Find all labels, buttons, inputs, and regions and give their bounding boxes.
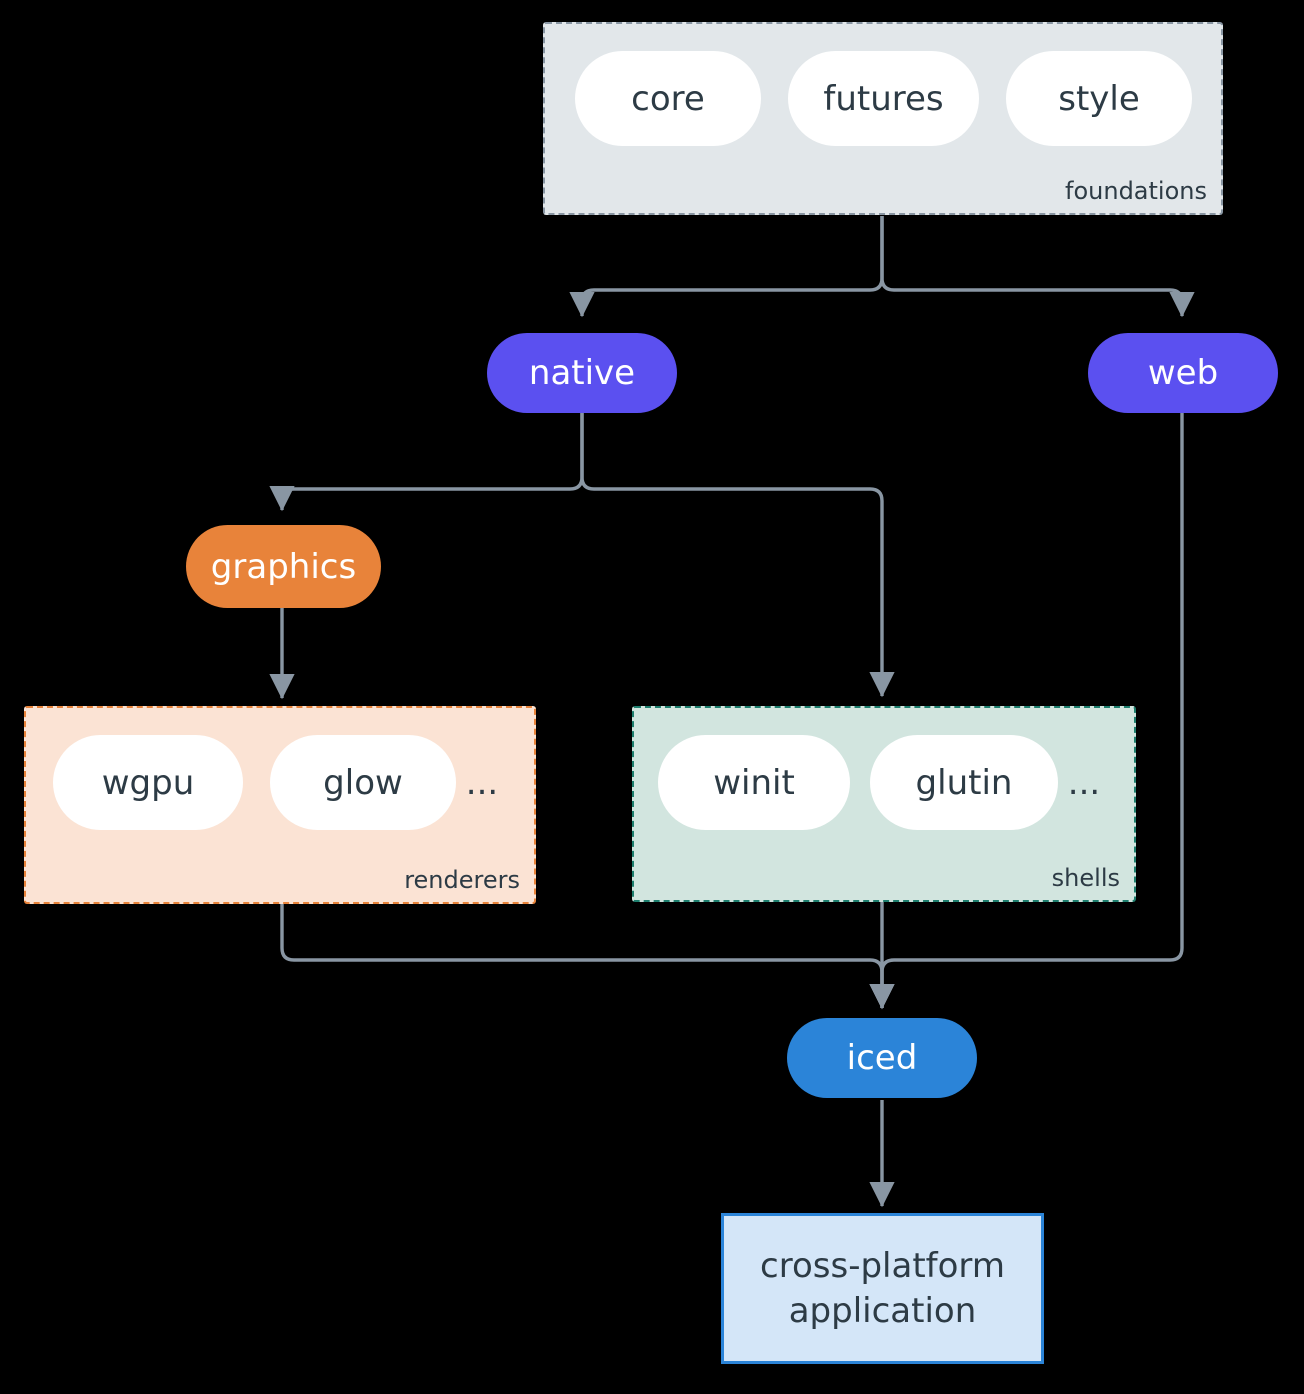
pill-glutin-label: glutin	[915, 762, 1013, 803]
application-label-line1: cross-platform	[760, 1245, 1005, 1286]
pill-glow[interactable]: glow	[270, 735, 456, 830]
pill-glutin[interactable]: glutin	[870, 735, 1058, 830]
node-native[interactable]: native	[487, 333, 677, 413]
shells-pill-row: winit glutin ...	[658, 735, 1110, 830]
foundations-pill-row: core futures style	[575, 51, 1192, 146]
group-label-renderers: renderers	[404, 866, 520, 894]
application-label: cross-platform application	[760, 1244, 1005, 1334]
pill-futures-label: futures	[823, 78, 944, 119]
node-iced-label: iced	[846, 1038, 918, 1078]
renderers-ellipsis: ...	[465, 762, 499, 803]
node-native-label: native	[528, 353, 636, 393]
renderers-pill-row: wgpu glow ...	[53, 735, 508, 830]
group-label-foundations: foundations	[1065, 177, 1207, 205]
pill-futures[interactable]: futures	[788, 51, 979, 146]
group-label-shells: shells	[1051, 864, 1120, 892]
pill-wgpu-label: wgpu	[101, 762, 195, 803]
node-web[interactable]: web	[1088, 333, 1278, 413]
pill-core-label: core	[631, 78, 705, 119]
edge-renderers-to-iced	[280, 904, 895, 1010]
application-label-line2: application	[788, 1290, 977, 1331]
shells-ellipsis: ...	[1067, 762, 1101, 803]
node-application[interactable]: cross-platform application	[721, 1213, 1044, 1364]
pill-core[interactable]: core	[575, 51, 761, 146]
group-renderers: wgpu glow ... renderers	[24, 706, 536, 904]
edge-foundations-to-native-web	[569, 216, 1195, 318]
pill-style-label: style	[1058, 78, 1140, 119]
node-iced[interactable]: iced	[787, 1018, 977, 1098]
node-web-label: web	[1147, 353, 1219, 393]
pill-winit-label: winit	[713, 762, 795, 803]
node-graphics[interactable]: graphics	[186, 525, 381, 608]
group-shells: winit glutin ... shells	[632, 706, 1136, 902]
pill-glow-label: glow	[323, 762, 403, 803]
group-foundations: core futures style foundations	[543, 22, 1223, 215]
node-graphics-label: graphics	[210, 546, 357, 587]
pill-winit[interactable]: winit	[658, 735, 850, 830]
pill-wgpu[interactable]: wgpu	[53, 735, 243, 830]
pill-style[interactable]: style	[1006, 51, 1192, 146]
